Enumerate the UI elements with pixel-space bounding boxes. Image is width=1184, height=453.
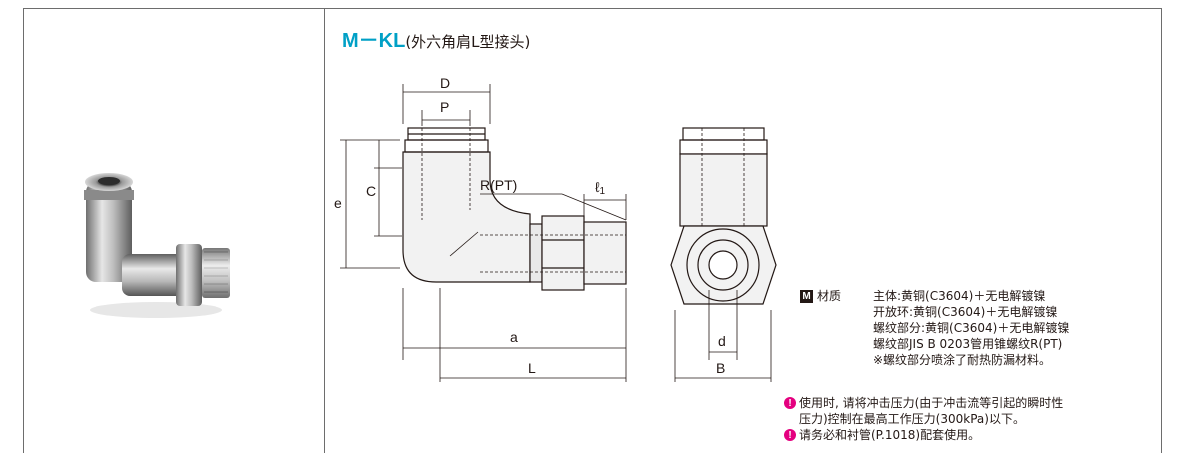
column-divider [324,8,325,453]
material-badge-icon: M [800,290,813,303]
dim-label-R: R(PT) [480,177,517,193]
product-name: (外六角肩L型接头) [405,33,531,51]
material-label: 材质 [817,289,842,303]
dim-label-a: a [510,329,518,345]
warning-icon [784,396,796,412]
product-photo [84,173,230,318]
usage-notes: 使用时, 请将冲击压力(由于冲击流等引起的瞬时性 压力)控制在最高工作压力(30… [784,395,1063,444]
dim-label-P: P [440,99,449,115]
technical-drawing: D P e C R(PT) ℓ1 a L d B [334,75,777,382]
note-text-continued: 压力)控制在最高工作压力(300kPa)以下。 [799,412,1025,426]
material-lines: 主体:黄铜(C3604)＋无电解镀镍 开放环:黄铜(C3604)＋无电解镀镍 螺… [873,288,1069,368]
dim-label-e: e [334,195,342,211]
material-line: 开放环:黄铜(C3604)＋无电解镀镍 [873,305,1058,319]
dim-label-L: L [528,360,536,376]
warning-icon [784,428,796,444]
dim-label-d: d [718,333,726,349]
material-line: ※螺纹部分喷涂了耐热防漏材料。 [873,353,1052,367]
note-text: 使用时, 请将冲击压力(由于冲击流等引起的瞬时性 [799,396,1064,410]
product-code: M－KL [342,30,406,52]
note-item: 请务必和衬管(P.1018)配套使用。 [784,427,1063,444]
note-item: 使用时, 请将冲击压力(由于冲击流等引起的瞬时性 压力)控制在最高工作压力(30… [784,395,1063,427]
note-text: 请务必和衬管(P.1018)配套使用。 [799,428,981,442]
material-line: 主体:黄铜(C3604)＋无电解镀镍 [873,289,1046,303]
product-title: M－KL(外六角肩L型接头) [342,24,531,52]
table-frame [23,8,1162,453]
material-line: 螺纹部JIS B 0203管用锥螺纹R(PT) [873,337,1063,351]
dim-label-C: C [366,183,376,199]
dim-label-D: D [440,75,450,91]
dim-label-B: B [716,360,725,376]
material-line: 螺纹部分:黄铜(C3604)＋无电解镀镍 [873,321,1070,335]
dim-label-l1: ℓ1 [595,179,606,197]
